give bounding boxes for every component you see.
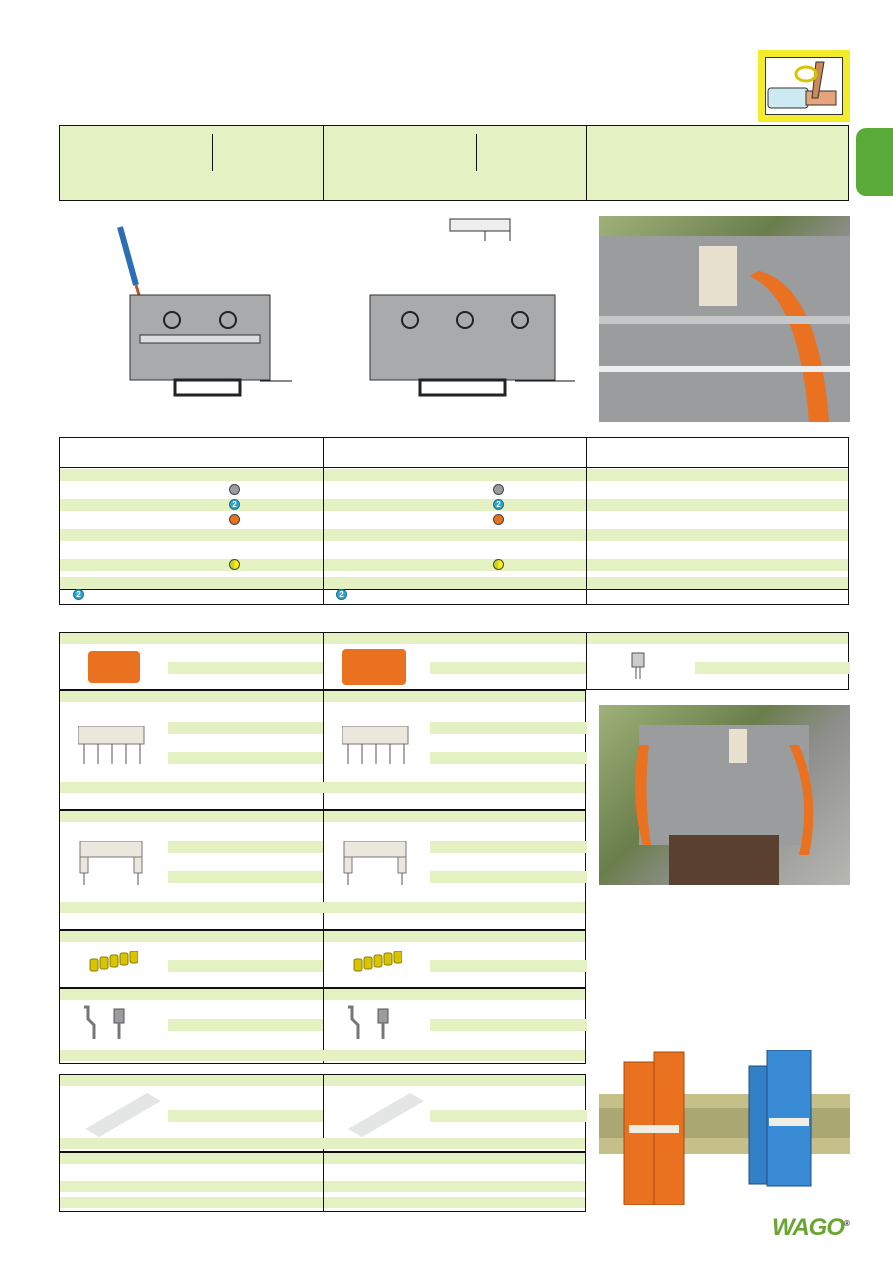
marker-section [59, 930, 587, 988]
comb-jumper-icon [342, 726, 409, 764]
yellow-green-dot-icon [493, 559, 504, 570]
end-plate-section [59, 632, 850, 690]
test-plug-section [59, 988, 587, 1064]
product-photo-2 [599, 705, 850, 885]
staggered-jumper-icon [343, 841, 407, 885]
number-2-icon: 2 [493, 499, 504, 510]
test-plug-icon [84, 1005, 125, 1039]
test-plug-icon [631, 652, 645, 679]
orange-dot-icon [229, 514, 240, 525]
end-plate-orange-2 [342, 649, 406, 685]
operating-tool-pictogram [758, 50, 850, 122]
comb-jumper-icon [78, 726, 145, 764]
gray-dot-icon [493, 484, 504, 495]
terminal-block-drawing-1 [117, 226, 292, 397]
marking-strip-icon [348, 1093, 424, 1137]
wire-insertion-icon [767, 61, 837, 109]
gray-dot-icon [229, 484, 240, 495]
registered-mark: ® [844, 1219, 850, 1228]
staggered-jumper-icon [79, 841, 143, 885]
marking-strip-icon [85, 1093, 161, 1137]
marking-strip-section [59, 1074, 587, 1152]
yellow-green-dot-icon [229, 559, 240, 570]
orange-dot-icon [493, 514, 504, 525]
number-2-icon: 2 [229, 499, 240, 510]
wago-logo-text: WAGO [772, 1214, 845, 1241]
section-tab [856, 128, 893, 196]
terminal-block-drawing-2 [369, 218, 575, 397]
wago-logo: WAGO® [772, 1214, 856, 1242]
test-plug-icon [348, 1005, 389, 1039]
footer-spec-section [59, 1152, 586, 1212]
specification-table: 2 2 2 2 [59, 437, 849, 605]
number-2-icon: 2 [336, 589, 347, 600]
product-photo-3 [599, 1049, 850, 1206]
product-photo-1 [599, 216, 850, 422]
comb-jumper-section [59, 690, 587, 810]
end-plate-orange [88, 651, 140, 683]
header-panel [59, 125, 849, 201]
number-2-icon: 2 [73, 589, 84, 600]
marker-strip-icon [89, 951, 138, 972]
marker-strip-icon [353, 951, 402, 972]
staggered-jumper-section [59, 810, 587, 930]
